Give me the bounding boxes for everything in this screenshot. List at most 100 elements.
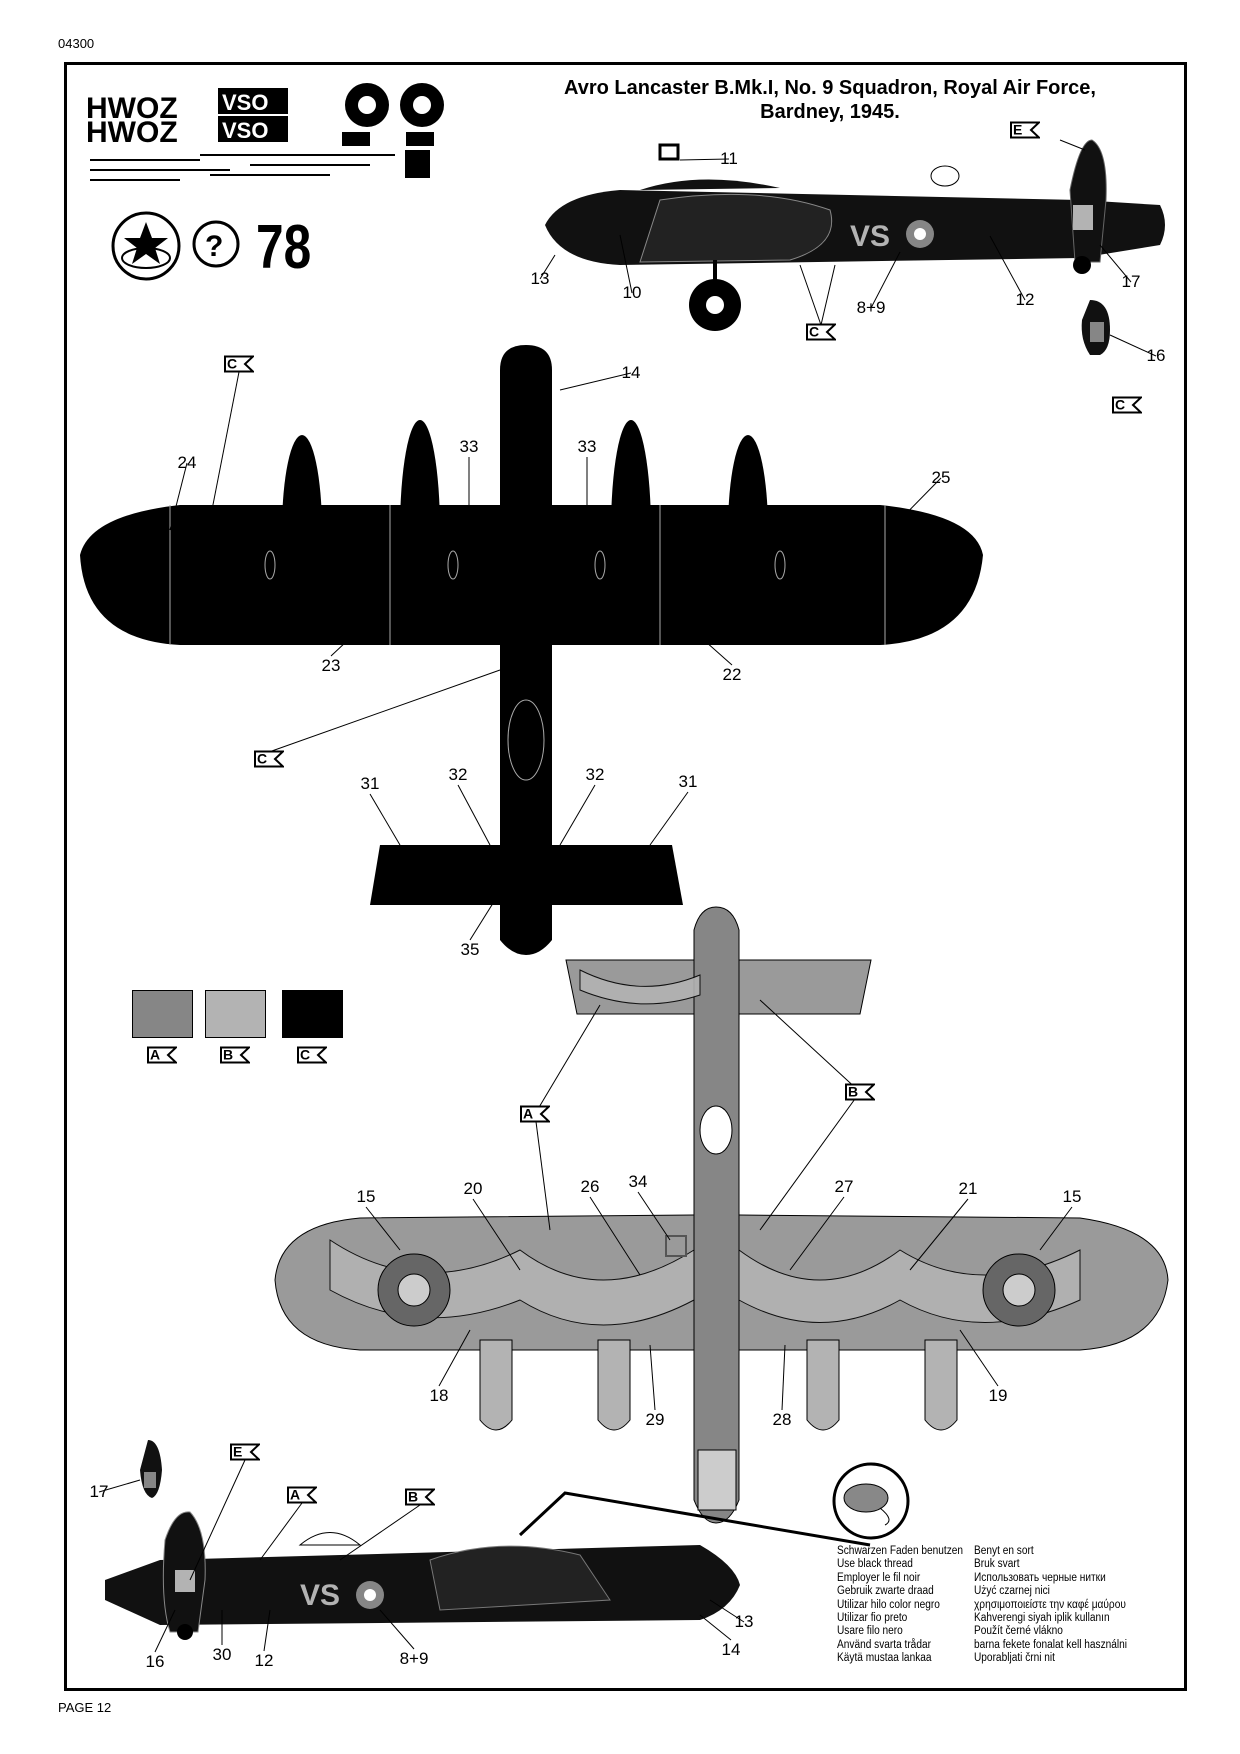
legend-tag-b: B	[220, 1046, 250, 1064]
top-view	[80, 345, 983, 955]
paint-tag-label: E	[1013, 121, 1023, 138]
svg-text:HWOZ: HWOZ	[86, 116, 178, 149]
side-view-bottom: VS	[98, 1440, 871, 1653]
instruction-line: Employer le fil noir	[837, 1571, 921, 1584]
paint-tag-label: C	[257, 750, 268, 767]
paint-tag-label: A	[290, 1486, 301, 1503]
callout: 10	[622, 283, 642, 302]
bottom-view	[274, 906, 1169, 1524]
page-footer: PAGE 12	[58, 1700, 112, 1715]
instruction-line: Schwarzen Faden benutzen	[837, 1545, 964, 1557]
instruction-line: Использовать черные нитки	[974, 1571, 1106, 1584]
paint-tag: E	[1010, 121, 1040, 139]
callout: 24	[177, 453, 197, 472]
callout: 14	[621, 363, 641, 382]
instruction-line: Benyt en sort	[974, 1545, 1034, 1557]
side-view-top: VS	[539, 139, 1165, 357]
legend-code: B	[223, 1046, 234, 1063]
title-line-1: Avro Lancaster B.Mk.I, No. 9 Squadron, R…	[564, 77, 1096, 99]
callout: 32	[585, 765, 605, 784]
instruction-line: Käytä mustaa lankaa	[837, 1652, 932, 1665]
instruction-line: Utilizar hilo color negro	[837, 1598, 940, 1611]
paint-tag: A	[287, 1486, 317, 1504]
instruction-line: Gebruik zwarte draad	[837, 1585, 934, 1598]
decal-sheet: HWOZ HWOZ VSO VSO	[86, 83, 444, 181]
callout: 17	[1121, 272, 1141, 291]
callout: 29	[645, 1410, 665, 1429]
callout: 23	[321, 656, 341, 675]
callout: 35	[460, 940, 480, 959]
callout: 28	[772, 1410, 792, 1429]
callout: 31	[360, 774, 380, 793]
instruction-line: Utilizar fio preto	[837, 1612, 908, 1625]
paint-tag: C	[254, 750, 284, 768]
instruction-line: Bruk svart	[974, 1558, 1020, 1571]
paint-tag-label: C	[227, 355, 238, 372]
paint-tag-label: C	[1115, 396, 1126, 413]
instruction-line: Use black thread	[837, 1558, 913, 1571]
callout: 26	[580, 1177, 600, 1196]
help-question-icon: ?	[192, 220, 240, 268]
paint-tag: A	[520, 1105, 550, 1123]
callout: 8+9	[399, 1649, 429, 1668]
instruction-line: χρησιμοποιείστε την καφέ μαύρου	[974, 1598, 1126, 1611]
callout: 30	[212, 1645, 232, 1664]
instruction-line: Kahverengi siyah iplik kullanın	[974, 1612, 1110, 1625]
instruction-line: Använd svarta trådar	[837, 1638, 931, 1651]
callout: 16	[145, 1652, 165, 1671]
legend-code: A	[150, 1046, 161, 1063]
svg-text:VSO: VSO	[222, 90, 268, 115]
paint-tag-label: B	[848, 1083, 859, 1100]
callout: 27	[834, 1177, 854, 1196]
callout: 31	[678, 772, 698, 791]
instruction-line: Uporabljati črni nit	[974, 1652, 1056, 1665]
callout: 8+9	[856, 298, 886, 317]
legend-tag-c: C	[297, 1046, 327, 1064]
callout: 15	[356, 1187, 376, 1206]
callout: 16	[1146, 346, 1166, 365]
callout: 11	[720, 149, 738, 168]
callout: 13	[530, 269, 550, 288]
callout: 14	[721, 1640, 741, 1659]
paint-tag: C	[1112, 396, 1142, 414]
legend-code: C	[300, 1046, 311, 1063]
instruction-line: Usare filo nero	[837, 1625, 903, 1638]
svg-text:VSO: VSO	[222, 118, 268, 143]
thread-instructions-right: Benyt en sort Bruk svart Использовать че…	[974, 1545, 1127, 1666]
page-code: 04300	[58, 36, 95, 51]
title-line-2: Bardney, 1945.	[760, 101, 900, 123]
paint-tag-label: E	[233, 1443, 243, 1460]
thread-instructions-left: Schwarzen Faden benutzen Use black threa…	[837, 1545, 963, 1666]
color-swatch-c	[282, 990, 343, 1038]
page-frame	[64, 62, 1187, 1691]
callout: 12	[254, 1651, 274, 1670]
svg-text:HWOZ: HWOZ	[86, 92, 178, 125]
callout: 21	[958, 1179, 978, 1198]
svg-text:VS: VS	[300, 1579, 340, 1612]
paint-tag: C	[224, 355, 254, 373]
callout: 33	[577, 437, 597, 456]
paint-tag-label: B	[408, 1488, 419, 1505]
instruction-line: Použít černé vlákno	[974, 1625, 1063, 1638]
decal-water-slide-icon	[111, 211, 181, 281]
paint-tag: B	[405, 1488, 435, 1506]
callout: 17	[89, 1482, 109, 1501]
callout: 25	[931, 468, 951, 487]
page-title: Avro Lancaster B.Mk.I, No. 9 Squadron, R…	[530, 76, 1130, 124]
callout: 32	[448, 765, 468, 784]
svg-text:?: ?	[205, 230, 223, 263]
callout: 19	[988, 1386, 1008, 1405]
paint-tag: C	[806, 323, 836, 341]
callout: 33	[459, 437, 479, 456]
callout: 18	[429, 1386, 449, 1405]
callout: 22	[722, 665, 742, 684]
color-swatch-a	[132, 990, 193, 1038]
callout: 12	[1015, 290, 1035, 309]
callout: 20	[463, 1179, 483, 1198]
decal-count: 78	[256, 213, 312, 282]
paint-tag: B	[845, 1083, 875, 1101]
thread-spool-icon	[832, 1462, 910, 1540]
callout: 15	[1062, 1187, 1082, 1206]
